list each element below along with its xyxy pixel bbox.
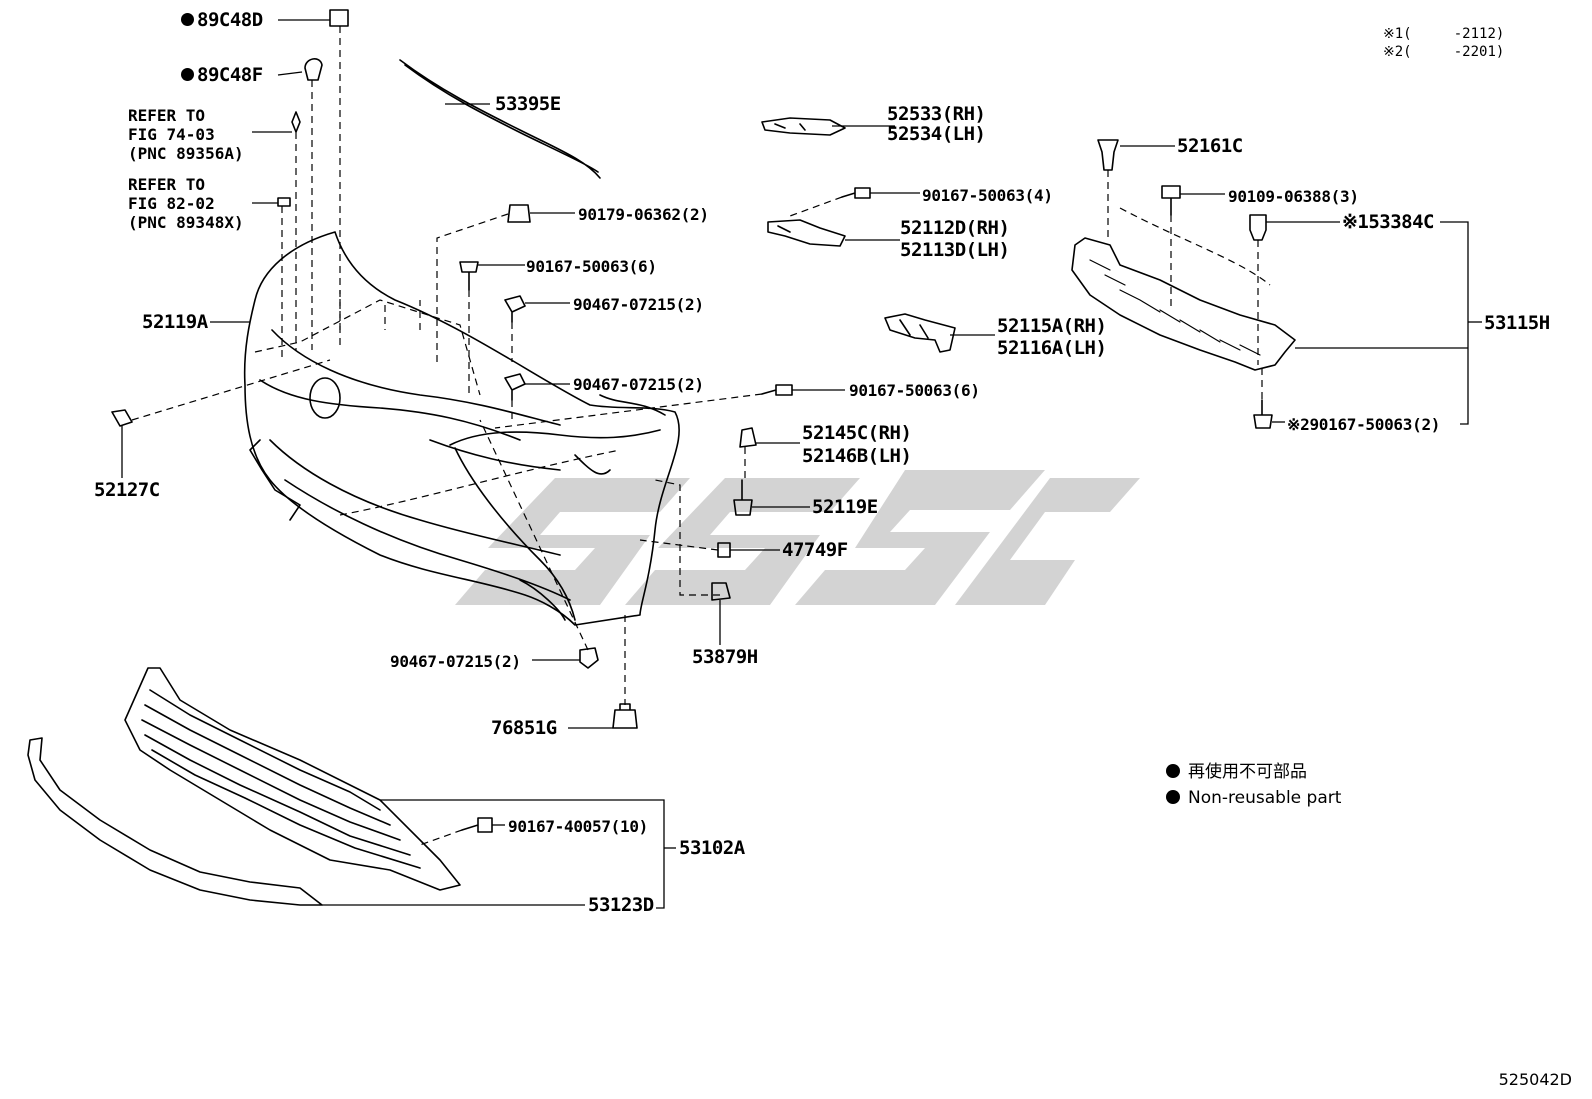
screw-90167-c [841,187,871,199]
screw-90109 [1161,185,1181,216]
retainer-76851g [612,703,638,729]
label-52146b[interactable]: 52146B(LH) [802,445,912,467]
cover-52127c [111,409,133,427]
legend-english: Non-reusable part [1166,786,1341,810]
label-90179-06362[interactable]: 90179-06362(2) [578,205,709,224]
clip-90467-a [504,295,526,323]
refer-fig-82-02[interactable]: REFER TO FIG 82-02 (PNC 89348X) [128,175,244,232]
clip-53879h [711,582,731,601]
clip-53384c [1249,214,1267,241]
refer-fig-74-03[interactable]: REFER TO FIG 74-03 (PNC 89356A) [128,106,244,163]
molding-53395e [399,59,601,179]
label-52119e[interactable]: 52119E [812,496,878,518]
label-47749f[interactable]: 47749F [782,539,848,561]
bracket-52533 [761,117,846,136]
label-52116a[interactable]: 52116A(LH) [997,337,1107,359]
label-90467-07215-a[interactable]: 90467-07215(2) [573,295,704,314]
bracket-52115a [884,313,956,353]
label-90167-40057[interactable]: 90167-40057(10) [508,817,649,836]
screw-90167-a [459,261,479,291]
label-52115a[interactable]: 52115A(RH) [997,315,1107,337]
reinforcement-53115h [1071,237,1296,371]
label-53384c[interactable]: ※153384C [1342,211,1435,233]
bumper-cover-52119a [243,231,680,626]
label-89c48f[interactable]: 89C48F [181,65,263,85]
label-53395e[interactable]: 53395E [495,93,561,115]
clip-90467-b [504,373,526,401]
screw-90167-d [1253,399,1273,429]
non-reusable-bullet-icon [181,13,194,26]
label-52113d[interactable]: 52113D(LH) [900,239,1010,261]
watermark-logo [455,470,1140,605]
label-52119a[interactable]: 52119A [142,311,208,333]
clip-90467-c [579,647,599,669]
label-76851g[interactable]: 76851G [491,717,557,739]
screw-90167-40057 [461,817,493,833]
label-52112d[interactable]: 52112D(RH) [900,217,1010,239]
label-53879h[interactable]: 53879H [692,646,758,668]
label-90167-50063-6a[interactable]: 90167-50063(6) [526,257,657,276]
label-89c48d[interactable]: 89C48D [181,10,263,30]
label-52533[interactable]: 52533(RH) [887,103,986,125]
screw-90167-b [761,384,793,396]
clip-89c48d [329,9,349,27]
note-1: ※1( -2112) [1383,26,1505,42]
label-90167-50063-2[interactable]: ※290167-50063(2) [1287,415,1441,434]
label-52127c[interactable]: 52127C [94,479,160,501]
label-90109-06388[interactable]: 90109-06388(3) [1228,187,1359,206]
label-90467-07215-c[interactable]: 90467-07215(2) [390,652,521,671]
legend-japanese: 再使用不可部品 [1166,760,1307,784]
label-53115h[interactable]: 53115H [1484,312,1550,334]
non-reusable-bullet-icon [181,68,194,81]
non-reusable-bullet-icon [1166,764,1180,778]
label-52161c[interactable]: 52161C [1177,135,1243,157]
label-52145c[interactable]: 52145C(RH) [802,422,912,444]
figure-code: 525042D [1498,1070,1572,1089]
note-2: ※2( -2201) [1383,44,1505,60]
grommet-90179 [507,204,531,223]
clip-52145c [739,427,757,448]
mark-89356a [291,111,301,133]
bracket-52112d [767,219,846,247]
non-reusable-bullet-icon [1166,790,1180,804]
clip-89c48f [304,58,323,81]
grille-53102a [124,667,461,891]
label-90467-07215-b[interactable]: 90467-07215(2) [573,375,704,394]
screw-52119e [733,479,753,516]
label-53102a[interactable]: 53102A [679,837,745,859]
label-52534[interactable]: 52534(LH) [887,123,986,145]
mark-89348x [277,197,291,207]
label-53123d[interactable]: 53123D [588,894,654,916]
label-90167-50063-6b[interactable]: 90167-50063(6) [849,381,980,400]
clip-52161c [1097,139,1119,171]
label-90167-50063-4[interactable]: 90167-50063(4) [922,186,1053,205]
